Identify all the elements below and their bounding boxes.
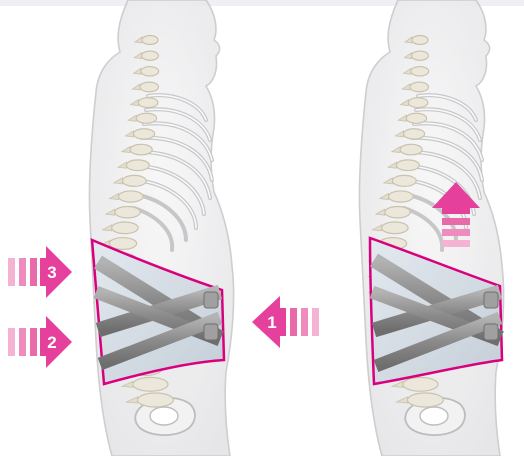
vertebra: [130, 144, 152, 155]
vertebra: [133, 377, 168, 391]
vertebra: [410, 82, 429, 92]
vertebra: [412, 51, 429, 60]
vertebra: [140, 82, 159, 92]
vertebra: [115, 206, 141, 217]
vertebra: [136, 113, 156, 123]
vertebra: [403, 377, 438, 391]
vertebra: [141, 67, 159, 76]
vertebra: [400, 144, 422, 155]
vertebra: [138, 98, 157, 108]
vertebra: [137, 393, 173, 407]
vertebra: [112, 222, 138, 234]
vertebra: [388, 191, 413, 202]
vertebra: [382, 222, 408, 234]
vertebra: [385, 206, 411, 217]
vertebra: [412, 36, 428, 45]
vertebra: [142, 51, 159, 60]
vertebra: [122, 175, 146, 186]
arrow-1-label: 1: [267, 313, 276, 332]
vertebra: [411, 67, 429, 76]
vertebra: [126, 160, 149, 171]
vertebra: [407, 393, 443, 407]
figure-left: [89, 0, 233, 456]
vertebra: [406, 113, 426, 123]
vertebra: [403, 129, 424, 139]
arrow-2-label: 2: [47, 333, 56, 352]
figure-right: [359, 0, 503, 456]
arrow-3-label: 3: [47, 263, 56, 282]
vertebra: [392, 175, 416, 186]
vertebra: [118, 191, 143, 202]
vertebra: [396, 160, 419, 171]
vertebra: [133, 129, 154, 139]
vertebra: [408, 98, 427, 108]
vertebra: [142, 36, 158, 45]
